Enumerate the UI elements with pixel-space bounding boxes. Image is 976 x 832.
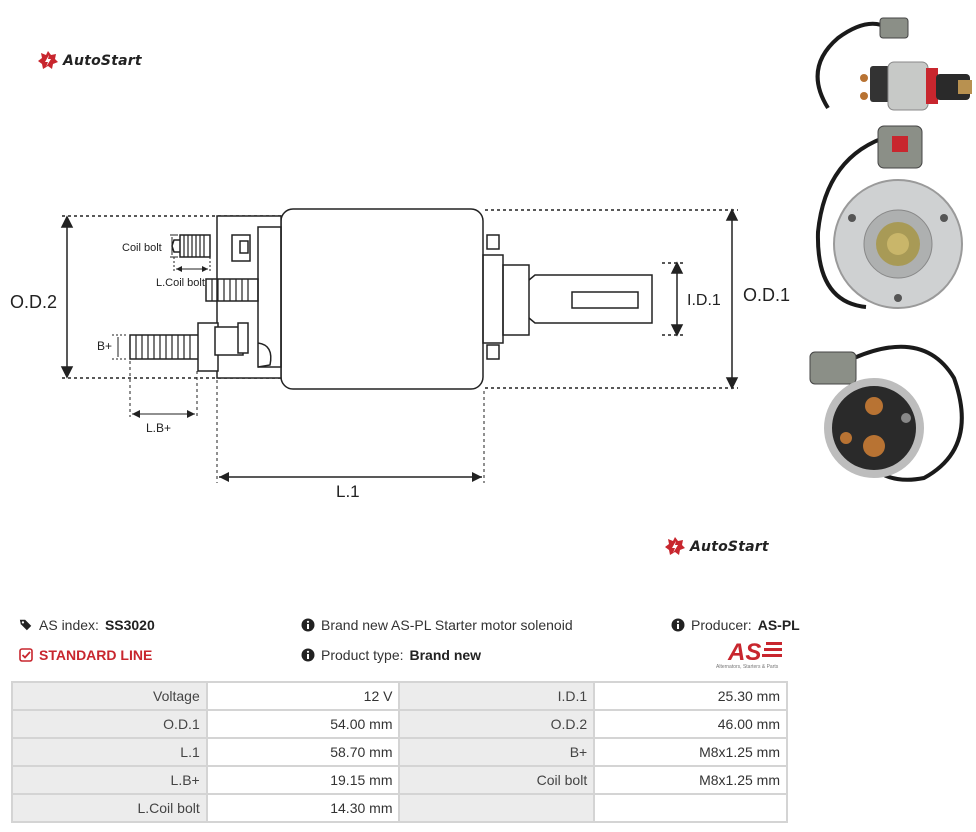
product-type-value: Brand new — [409, 647, 482, 663]
info-icon — [301, 648, 315, 662]
spec-label — [398, 793, 596, 823]
producer-value: AS-PL — [757, 617, 800, 633]
description-row: Brand new AS-PL Starter motor solenoid — [301, 617, 573, 633]
l1-label: L.1 — [336, 482, 360, 501]
od1-label: O.D.1 — [743, 285, 790, 305]
spec-value: 14.30 mm — [205, 793, 401, 823]
as-pl-logo-mark: AS — [727, 639, 782, 664]
line-row: STANDARD LINE — [19, 647, 152, 663]
spec-value: 54.00 mm — [205, 709, 401, 739]
tags-icon — [19, 619, 32, 631]
info-icon — [671, 618, 685, 632]
info-icon — [301, 618, 315, 632]
spec-label: O.D.1 — [11, 709, 208, 739]
as-pl-tagline: Alternators, Starters & Parts — [716, 664, 779, 670]
spec-label: I.D.1 — [398, 681, 596, 711]
spec-value: M8x1.25 mm — [593, 737, 788, 767]
autostart-logo-icon — [38, 51, 58, 69]
coil-bolt-label: Coil bolt — [122, 242, 162, 254]
solenoid-side-photo — [815, 17, 972, 111]
solenoid-front-photo — [815, 125, 963, 309]
as-index-row: AS index: SS3020 — [19, 617, 155, 633]
product-photos — [804, 0, 976, 500]
autostart-logo-text: AutoStart — [63, 53, 142, 69]
standard-line-label: STANDARD LINE — [39, 647, 153, 663]
b-plus-label: B+ — [97, 339, 112, 353]
spec-label: B+ — [398, 737, 596, 767]
autostart-logo-icon — [665, 537, 685, 555]
checkbox-icon — [19, 648, 33, 662]
as-pl-logo: AS Alternators, Starters & Parts — [716, 638, 790, 672]
product-description: Brand new AS-PL Starter motor solenoid — [321, 617, 573, 633]
as-index-label: AS index: — [39, 617, 99, 633]
id1-label: I.D.1 — [687, 292, 721, 309]
product-type-row: Product type: Brand new — [301, 647, 481, 663]
spec-value: 46.00 mm — [593, 709, 788, 739]
producer-row: Producer: AS-PL — [671, 617, 800, 633]
autostart-logo-bottom: AutoStart — [664, 536, 769, 558]
od2-label: O.D.2 — [10, 292, 57, 312]
solenoid-dimension-drawing: O.D.2 O.D.1 I.D.1 L.1 Coil bolt L.Coil b… — [10, 208, 790, 501]
l-coil-bolt-label: L.Coil bolt — [156, 277, 205, 289]
spec-label: Coil bolt — [398, 765, 596, 795]
as-pl-logo-text: AS — [727, 639, 761, 664]
producer-label: Producer: — [691, 617, 752, 633]
spec-value — [593, 793, 788, 823]
spec-value: 19.15 mm — [205, 765, 401, 795]
as-index-value: SS3020 — [104, 617, 155, 633]
autostart-logo-top: AutoStart — [37, 50, 142, 72]
solenoid-terminal-photo — [809, 344, 964, 482]
l-b-plus-label: L.B+ — [146, 421, 171, 435]
spec-value: M8x1.25 mm — [593, 765, 788, 795]
product-type-label: Product type: — [321, 647, 404, 663]
spec-value: 12 V — [205, 681, 401, 711]
spec-value: 25.30 mm — [593, 681, 788, 711]
spec-label: O.D.2 — [398, 709, 596, 739]
spec-label: L.Coil bolt — [11, 793, 208, 823]
autostart-logo-text: AutoStart — [690, 539, 769, 555]
spec-value: 58.70 mm — [205, 737, 401, 767]
spec-label: L.B+ — [11, 765, 208, 795]
spec-label: L.1 — [11, 737, 208, 767]
spec-label: Voltage — [11, 681, 208, 711]
